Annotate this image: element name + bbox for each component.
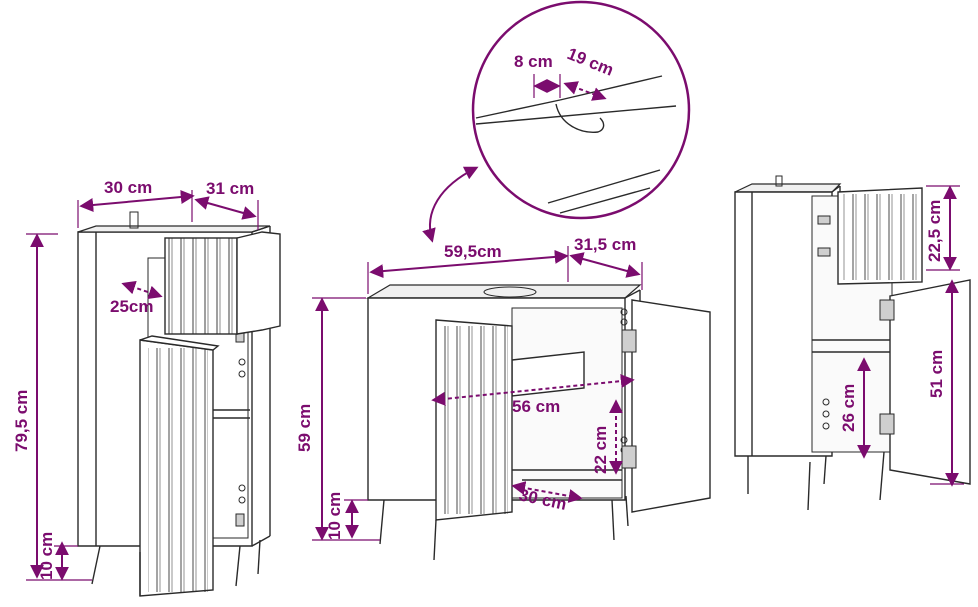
center-width-arrow: [369, 249, 569, 279]
center-cabinet: [365, 284, 711, 561]
zoom-hole-a-label: 8 cm: [514, 52, 553, 71]
left-leg-label: 10 cm: [37, 532, 56, 580]
center-inner-width-label: 56 cm: [512, 397, 560, 416]
center-depth-arrow: [569, 252, 641, 278]
left-width-arrow: [79, 190, 195, 212]
left-depth-label: 31 cm: [206, 179, 254, 198]
left-height-label: 79,5 cm: [12, 390, 31, 452]
center-inner-height-label: 22 cm: [591, 426, 610, 474]
left-inner-depth-arrow: [121, 280, 163, 300]
right-top-label: 22,5 cm: [925, 200, 944, 262]
center-height-label: 59 cm: [295, 404, 314, 452]
center-inner-width-arrow: [431, 374, 635, 406]
center-depth-label: 31,5 cm: [574, 235, 636, 254]
left-depth-arrow: [194, 196, 257, 220]
center-width-label: 59,5cm: [444, 242, 502, 261]
zoom-pointer-arrow: [422, 166, 479, 243]
left-inner-depth-label: 25cm: [110, 297, 153, 316]
left-cabinet: [77, 211, 281, 597]
left-width-label: 30 cm: [104, 178, 152, 197]
zoom-detail: [471, 0, 691, 220]
center-leg-label: 10 cm: [325, 492, 344, 540]
right-shelf-label: 26 cm: [839, 384, 858, 432]
right-door-label: 51 cm: [927, 350, 946, 398]
